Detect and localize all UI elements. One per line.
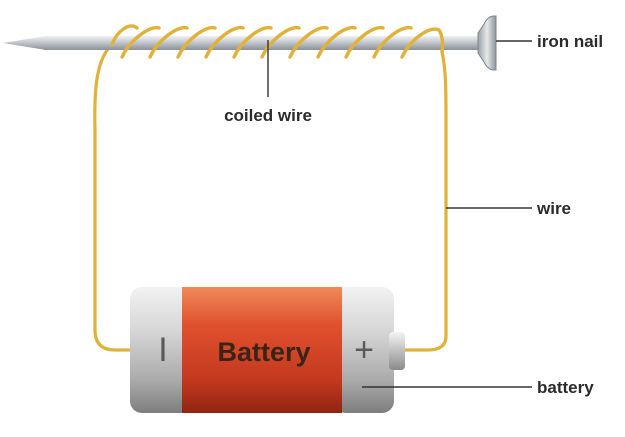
wire-left [93,42,142,352]
battery-negative-cap [130,287,192,413]
label-wire: wire [536,199,571,218]
label-coiled-wire: coiled wire [224,106,312,125]
nail-tip [3,36,46,50]
battery-positive-nub [389,332,405,370]
label-battery: battery [537,378,594,397]
battery-body [182,287,342,413]
battery-negative-sign: I [158,331,167,369]
wire-right [402,50,448,352]
nail-head [477,15,497,71]
iron-nail [3,15,497,71]
battery: Battery I + [130,287,405,413]
battery-text: Battery [217,337,310,367]
battery-positive-cap [334,287,394,413]
label-iron-nail: iron nail [537,32,603,51]
nail-shaft [44,36,484,50]
leader-lines [267,40,532,388]
battery-positive-sign: + [354,331,374,369]
coiled-wire [110,24,445,59]
